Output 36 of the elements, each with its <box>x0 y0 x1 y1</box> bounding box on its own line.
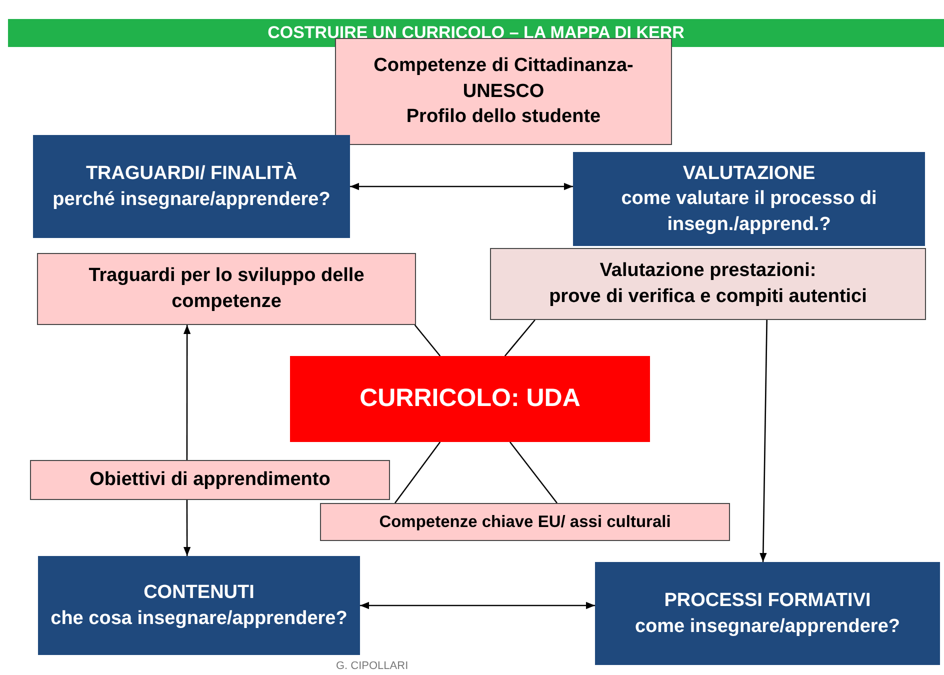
concept-box <box>490 248 926 320</box>
author-credit: G. CIPOLLARI <box>336 660 408 672</box>
arrow <box>360 602 595 610</box>
box-text: perché insegnare/apprendere? <box>52 188 330 212</box>
connector-line <box>394 442 441 504</box>
arrow <box>350 182 573 190</box>
box-text: come insegnare/apprendere? <box>634 614 900 638</box>
box-heading: CONTENUTI <box>144 580 254 605</box>
box-heading: Traguardi per lo sviluppo delle competenze <box>88 264 366 314</box>
concept-box <box>335 38 672 145</box>
box-heading: Competenze di Cittadinanza- UNESCO <box>372 54 634 104</box>
box-text: prove di verifica e compiti autentici <box>549 285 867 309</box>
box-heading: Competenze chiave EU/ assi culturali <box>379 512 671 533</box>
connector-line <box>504 320 536 356</box>
arrow <box>183 325 191 460</box>
category-box <box>595 562 940 665</box>
concept-box <box>30 460 390 500</box>
concept-box <box>320 503 730 541</box>
category-box <box>573 152 925 246</box>
connector-line <box>509 442 558 504</box>
box-heading: TRAGUARDI/ FINALITÀ <box>86 161 298 186</box>
category-box <box>38 556 360 655</box>
arrow <box>183 500 191 556</box>
center-box <box>290 356 650 442</box>
box-heading: PROCESSI FORMATIVI <box>664 588 871 613</box>
box-text: Profilo dello studente <box>406 105 601 130</box>
arrow <box>760 320 768 562</box>
box-heading: VALUTAZIONE <box>682 162 816 186</box>
box-heading: CURRICOLO: UDA <box>360 383 580 414</box>
box-heading: Obiettivi di apprendimento <box>90 468 330 492</box>
box-text: che cosa insegnare/apprendere? <box>50 606 348 630</box>
box-text: come valutare il processo di insegn./apprend.? <box>620 187 878 237</box>
connector-line <box>414 324 441 356</box>
box-heading: Valutazione prestazioni: <box>600 259 816 284</box>
concept-box <box>37 253 416 325</box>
category-box <box>33 135 350 238</box>
